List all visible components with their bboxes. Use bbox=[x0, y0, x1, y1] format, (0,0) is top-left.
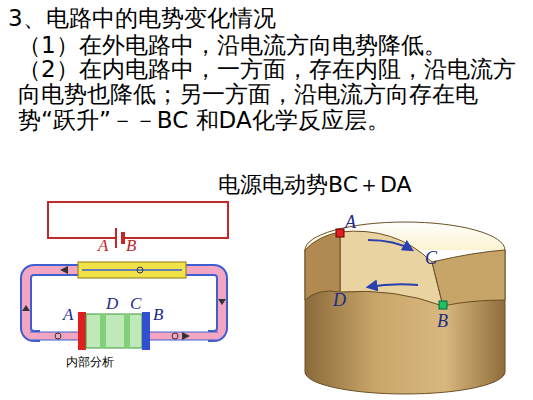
point-label: A bbox=[345, 212, 356, 233]
point-two: （2）在内电路中，一方面，存在内阻，沿电流方向电势也降低；另一方面，沿电流方向存… bbox=[18, 57, 518, 133]
electrolyte bbox=[86, 314, 142, 348]
slide-title: 3、电路中的电势变化情况 bbox=[8, 3, 276, 34]
resistor bbox=[78, 262, 186, 278]
electrode-b bbox=[142, 312, 150, 350]
terminal-label: B bbox=[153, 305, 163, 325]
layer-label: D bbox=[106, 294, 118, 314]
point-label: C bbox=[425, 248, 437, 269]
electrode-a bbox=[78, 312, 86, 350]
internal-analysis bbox=[22, 262, 226, 350]
marker-b bbox=[439, 301, 447, 309]
battery-plate-short bbox=[121, 232, 125, 244]
point-label: B bbox=[437, 311, 448, 332]
marker-a bbox=[336, 229, 344, 237]
battery-plate-long bbox=[115, 228, 117, 248]
ramp-surface bbox=[340, 231, 443, 306]
layer-label: C bbox=[130, 294, 141, 314]
emf-heading: 电源电动势BC＋DA bbox=[218, 172, 412, 197]
terminal-label: A bbox=[63, 305, 73, 325]
potential-cylinder bbox=[305, 222, 505, 394]
point-label: D bbox=[333, 290, 346, 311]
terminal-label: B bbox=[126, 236, 136, 256]
terminal-label: A bbox=[98, 236, 108, 256]
point-one: （1）在外电路中，沿电流方向电势降低。 bbox=[18, 32, 447, 58]
simple-circuit bbox=[48, 202, 228, 248]
caption-label: 内部分析 bbox=[66, 356, 114, 370]
